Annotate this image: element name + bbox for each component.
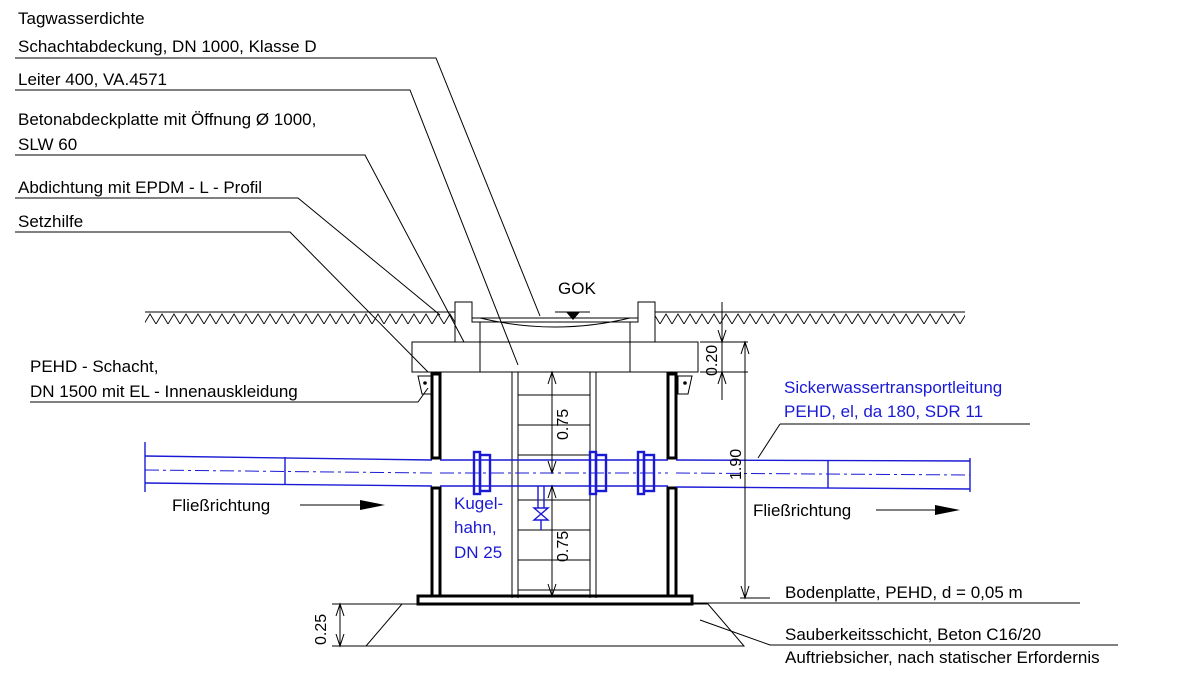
pipe-flanges (472, 450, 656, 496)
ground-surface (145, 311, 965, 324)
dim-text-lower: 0.75 (555, 531, 572, 562)
dimension-blinding (332, 602, 402, 648)
label-seal: Abdichtung mit EPDM - L - Profil (18, 178, 262, 197)
label-cover-2: Schachtabdeckung, DN 1000, Klasse D (18, 37, 317, 56)
dim-text-total: 1.90 (728, 449, 745, 480)
pipeline (144, 442, 971, 492)
dimension-upper (547, 370, 557, 475)
setzhilfe-brackets (417, 375, 693, 395)
leader-lines (15, 57, 1118, 646)
label-plate-2: SLW 60 (18, 135, 77, 154)
gok-marker (555, 311, 590, 320)
label-setzhilfe: Setzhilfe (18, 212, 83, 231)
label-shaft-1: PEHD - Schacht, (30, 357, 159, 376)
manhole-cover (454, 301, 656, 343)
dim-text-cover: 0.20 (704, 345, 721, 376)
label-shaft-2: DN 1500 mit EL - Innenauskleidung (30, 382, 298, 401)
dimension-cover (700, 302, 748, 400)
label-base-plate: Bodenplatte, PEHD, d = 0,05 m (785, 583, 1023, 602)
label-flow-left: Fließrichtung (172, 496, 270, 515)
label-valve-2: hahn, (454, 518, 497, 537)
label-blinding-2: Auftriebsicher, nach statischer Erforder… (785, 648, 1100, 667)
label-pipe-2: PEHD, el, da 180, SDR 11 (784, 402, 983, 421)
dim-text-blinding: 0.25 (313, 614, 330, 645)
dim-text-upper: 0.75 (555, 409, 572, 440)
label-pipe-1: Sickerwassertransportleitung (784, 378, 1002, 397)
ball-valve (532, 486, 550, 530)
label-cover-1: Tagwasserdichte (18, 9, 145, 28)
label-ladder: Leiter 400, VA.4571 (18, 70, 167, 89)
label-plate-1: Betonabdeckplatte mit Öffnung Ø 1000, (18, 110, 316, 129)
label-blinding-1: Sauberkeitsschicht, Beton C16/20 (785, 625, 1041, 644)
label-valve-3: DN 25 (454, 543, 502, 562)
shaft-walls (430, 372, 678, 598)
flow-arrow-left (300, 500, 385, 510)
flow-arrow-right (876, 505, 960, 515)
concrete-cover-slab (411, 341, 699, 373)
base-plate (416, 594, 694, 606)
dimension-total (740, 340, 770, 600)
dimension-lower (547, 484, 557, 598)
ladder (511, 372, 597, 598)
label-gok: GOK (558, 279, 596, 298)
label-flow-right: Fließrichtung (753, 501, 851, 520)
blinding-layer (364, 603, 746, 647)
label-valve-1: Kugel- (454, 494, 503, 513)
